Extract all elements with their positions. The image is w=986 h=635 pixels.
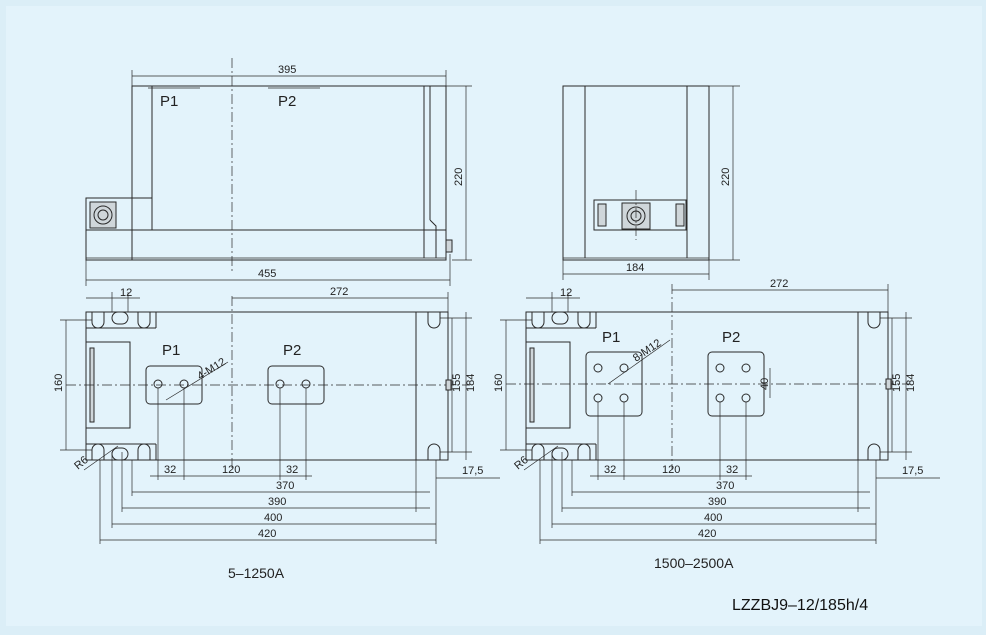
plan-small-dim-272: 272 [330,286,348,298]
dim-width-top: 395 [278,64,296,76]
plan-large-p2: P2 [722,329,740,346]
terminal-label-p1: P1 [160,93,178,110]
plan-small-dim-12: 12 [120,287,132,299]
plan-large-dim-40: 40 [759,378,771,390]
plan-small-radius: R6 [72,454,90,472]
plan-small-dim-184: 184 [465,374,477,392]
plan-small-p2: P2 [283,342,301,359]
dim-height: 220 [453,168,465,186]
plan-view-small: P1 P2 4-M12 12 272 160 155 184 R6 32 120 [53,286,500,581]
plan-large-bolt-note: 8-M12 [631,337,664,364]
plan-large-dim-17-5: 17,5 [902,465,923,477]
model-code: LZZBJ9–12/185h/4 [732,597,868,614]
plan-small-dim-120: 120 [222,464,240,476]
plan-large-p1: P1 [602,329,620,346]
dim-width-bottom: 455 [258,268,276,280]
plan-small-p1: P1 [162,342,180,359]
dim-end-width: 184 [626,262,644,274]
plan-small-dim-32b: 32 [286,464,298,476]
plan-large-dim-155: 155 [891,374,903,392]
side-view-left: P1 P2 395 455 220 [85,58,472,286]
plan-view-large: P1 P2 8-M12 40 12 272 160 155 184 R6 [493,278,940,571]
plan-small-dim-390: 390 [268,496,286,508]
plan-large-caption: 1500–2500A [654,555,734,571]
plan-small-dim-400: 400 [264,512,282,524]
plan-small-dim-155: 155 [451,374,463,392]
plan-large-dim-12: 12 [560,287,572,299]
plan-small-dim-370: 370 [276,480,294,492]
plan-small-dim-32a: 32 [164,464,176,476]
plan-large-dim-120: 120 [662,464,680,476]
plan-large-dim-32b: 32 [726,464,738,476]
plan-small-caption: 5–1250A [228,565,285,581]
terminal-label-p2: P2 [278,93,296,110]
plan-small-dim-17-5: 17,5 [462,465,483,477]
plan-large-dim-184: 184 [905,374,917,392]
plan-small-dim-160: 160 [53,374,65,392]
end-view-right: 184 220 [562,85,740,280]
plan-large-dim-390: 390 [708,496,726,508]
plan-large-dim-32a: 32 [604,464,616,476]
plan-small-bolt-note: 4-M12 [195,356,228,383]
plan-large-dim-272: 272 [770,278,788,290]
plan-large-dim-400: 400 [704,512,722,524]
plan-large-radius: R6 [512,454,530,472]
plan-large-dim-160: 160 [493,374,505,392]
dim-end-height: 220 [720,168,732,186]
plan-small-dim-420: 420 [258,528,276,540]
plan-large-dim-370: 370 [716,480,734,492]
plan-large-dim-420: 420 [698,528,716,540]
drawing-panel [6,6,982,626]
